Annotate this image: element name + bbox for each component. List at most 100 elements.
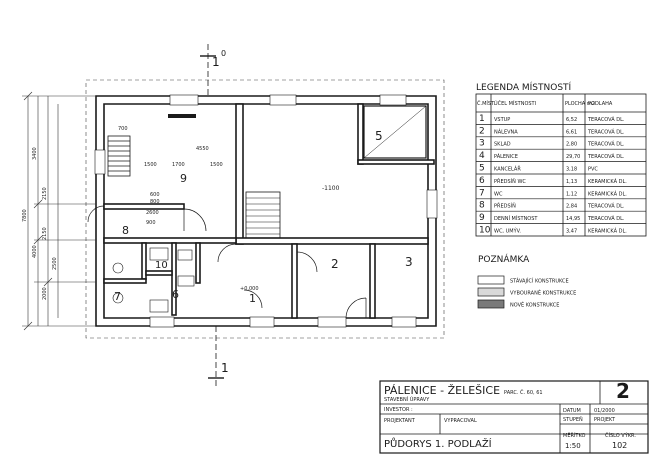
sheet-number: 2 <box>616 379 630 403</box>
room-legend-header-area: PLOCHA m2 <box>565 101 595 107</box>
section-label-bottom: 1 <box>221 361 229 375</box>
stage-label: STUPEŇ <box>563 416 583 423</box>
room-legend-area: 3,18 <box>566 167 577 173</box>
dim-left-f: 2500 <box>52 257 58 270</box>
room-legend-area: 1,13 <box>566 179 577 185</box>
room-number-8: 8 <box>122 224 129 237</box>
room-legend-name: VSTUP <box>494 117 510 123</box>
room-legend: LEGENDA MÍSTNOSTÍ Č.MÍST. ÚČEL MÍSTNOSTI… <box>475 81 647 237</box>
dimension-labels: 4550 1500 1700 1500 700 2600 900 600 800… <box>22 126 340 300</box>
outer-walls <box>95 95 437 327</box>
room-legend-name: WC <box>494 191 503 197</box>
room-number-2: 2 <box>331 257 339 271</box>
notes-swatch <box>477 275 505 285</box>
date-value: 01/2000 <box>594 408 615 414</box>
room-number-3: 3 <box>405 255 413 269</box>
room-legend-header: Č.MÍST. ÚČEL MÍSTNOSTI PLOCHA m2 PODLAHA <box>477 100 613 107</box>
dim-r9-width: 4550 <box>196 146 209 152</box>
dim-r9-c: 1500 <box>210 162 223 168</box>
room-legend-floor: TERACOVÁ DL. <box>587 141 625 148</box>
dim-r8-width: 2600 <box>146 210 159 216</box>
section-label-top: 1 <box>212 55 220 69</box>
project-name: PÁLENICE - ŽELEŠICE <box>384 384 500 397</box>
room-legend-name: PÁLENICE <box>494 153 518 160</box>
room-legend-header-no: Č.MÍST. <box>477 100 496 107</box>
room-legend-floor: KERAMICKÁ DL. <box>588 228 627 235</box>
title-block-grid <box>379 380 649 454</box>
room-number-6: 6 <box>172 288 179 301</box>
level-main: -1100 <box>322 185 340 192</box>
room-legend-name: KANCELÁŘ <box>494 165 521 173</box>
project-subtitle: STAVEBNÍ ÚPRAVY <box>384 396 430 403</box>
scale-label: MĚŘÍTKO <box>563 431 585 439</box>
interior-walls <box>103 103 435 319</box>
room-legend-grid <box>475 93 647 237</box>
room-legend-no: 2 <box>479 126 485 136</box>
drawing-number-label: ČÍSLO VÝKR. <box>605 432 636 439</box>
dim-left-e: 2000 <box>42 287 48 300</box>
stair-left <box>107 135 131 177</box>
room-legend-area: 6,61 <box>566 129 577 135</box>
room-legend-area: 6,52 <box>566 117 577 123</box>
title-block: PÁLENICE - ŽELEŠICE PARC. Č. 60, 61 STAV… <box>379 379 649 454</box>
room-legend-name: NÁLEVNA <box>494 128 518 135</box>
dim-r9-a: 1500 <box>144 162 157 168</box>
drawing-number-value: 102 <box>612 441 627 450</box>
room-legend-name: DENNÍ MÍSTNOST <box>494 215 538 222</box>
scale-value: 1:50 <box>565 442 581 450</box>
designer-label: PROJEKTANT <box>384 418 416 424</box>
notes-label: NOVÉ KONSTRUKCE <box>510 301 559 309</box>
dim-r9-top: 700 <box>118 126 128 132</box>
section-sup-top: 0 <box>221 49 226 58</box>
room-legend-floor: TERACOVÁ DL. <box>587 116 625 123</box>
room-legend-floor: TERACOVÁ DL. <box>587 203 625 210</box>
notes-title: POZNÁMKA <box>478 253 530 265</box>
dim-r9-b: 1700 <box>172 162 185 168</box>
drawing-title: PŮDORYS 1. PODLAŽÍ <box>384 437 492 450</box>
dim-left-overall: 7800 <box>22 209 28 222</box>
dim-left-b: 2150 <box>42 187 48 200</box>
windows <box>94 94 438 328</box>
room-legend-area: 1,12 <box>566 191 577 197</box>
dim-left-d: 2150 <box>42 227 48 240</box>
dim-door-a: 600 <box>150 192 160 198</box>
stage-value: PROJEKT <box>594 417 616 423</box>
room-legend-header-floor: PODLAHA <box>588 101 613 107</box>
notes-swatch <box>477 287 505 297</box>
parcel-number: PARC. Č. 60, 61 <box>504 389 543 396</box>
room-5-box <box>363 105 427 159</box>
room-legend-name: WC, UMÝV. <box>494 228 521 235</box>
room-legend-floor: PVC <box>588 167 598 173</box>
room-legend-floor: TERACOVÁ DL. <box>587 153 625 160</box>
room-legend-no: 7 <box>479 188 485 198</box>
room-number-9: 9 <box>180 172 187 185</box>
room-legend-floor: KERAMICKÁ DL. <box>588 190 627 197</box>
dim-left-c: 4000 <box>32 245 38 258</box>
drawn-by-label: VYPRACOVAL <box>444 418 477 424</box>
room-legend-area: 14,95 <box>566 216 580 222</box>
room-legend-area: 3,47 <box>566 229 577 235</box>
dim-door-b: 800 <box>150 199 160 205</box>
room-legend-floor: TERACOVÁ DL. <box>587 128 625 135</box>
room-9-window-sill <box>168 114 196 118</box>
date-label: DATUM <box>563 408 581 414</box>
floor-plan: 1 0 1 1 2 3 5 6 7 8 9 10 4550 1500 1700 … <box>22 44 445 388</box>
room-number-5: 5 <box>375 129 383 143</box>
room-legend-no: 9 <box>479 213 485 223</box>
room-numbers: 1 2 3 5 6 7 8 9 10 <box>114 129 413 305</box>
dimension-lines-left <box>22 91 96 331</box>
room-legend-area: 29,70 <box>566 154 580 160</box>
room-legend-header-name: ÚČEL MÍSTNOSTI <box>494 100 536 107</box>
room-legend-title: LEGENDA MÍSTNOSTÍ <box>476 81 572 93</box>
sanitary-fixtures <box>112 247 195 313</box>
notes-label: STÁVAJÍCÍ KONSTRUKCE <box>510 278 569 285</box>
room-5-diagonal <box>363 105 427 159</box>
stair-center <box>245 191 281 239</box>
room-legend-name: PŘEDSÍŇ WC <box>494 177 526 185</box>
room-legend-area: 2,80 <box>566 142 577 148</box>
investor-label: INVESTOR : <box>384 407 413 413</box>
